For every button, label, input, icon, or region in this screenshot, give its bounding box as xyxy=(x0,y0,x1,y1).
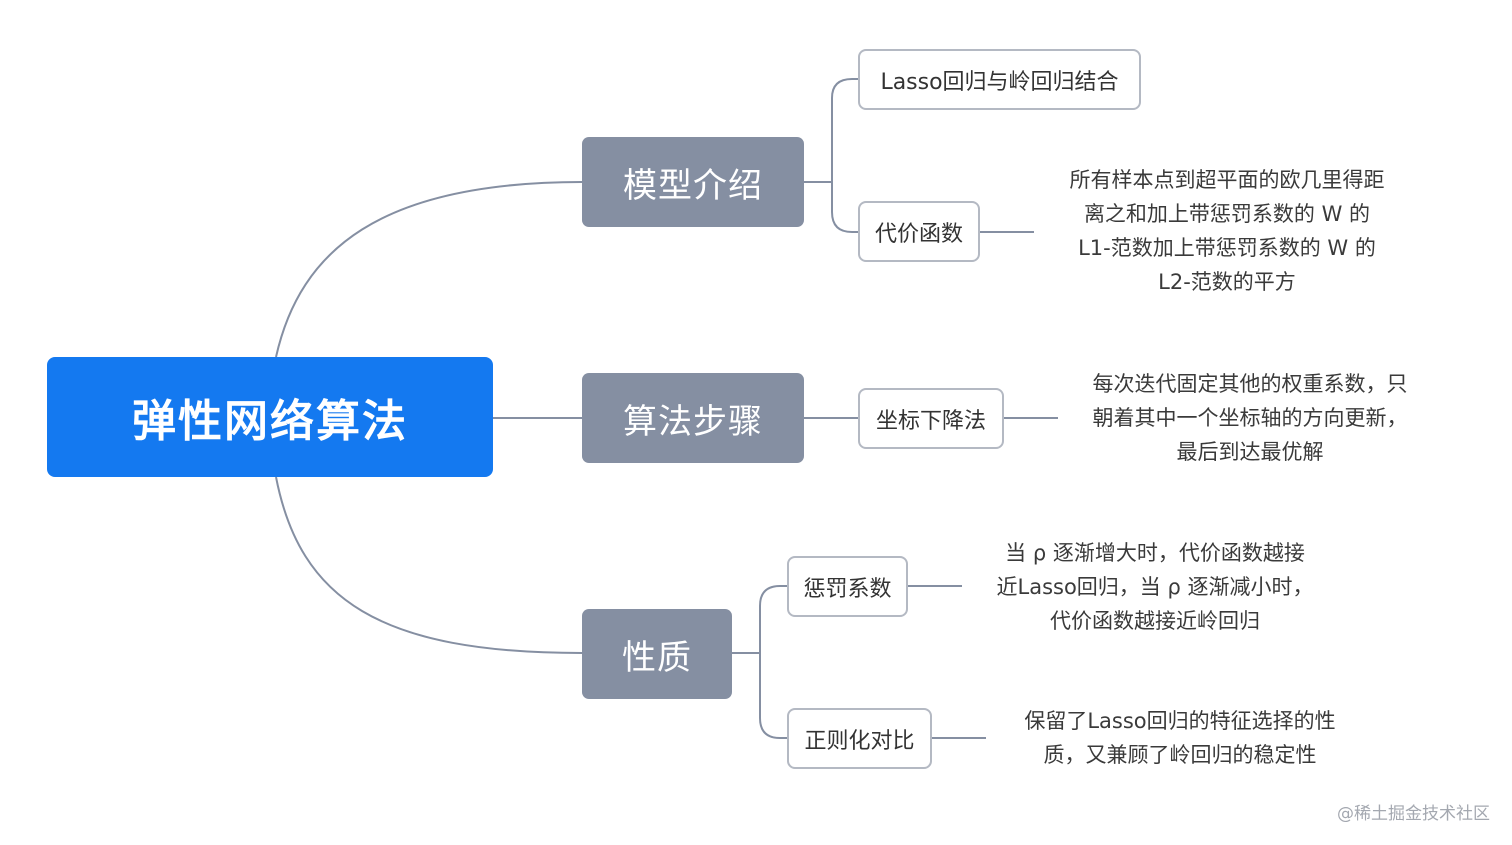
note-line: L2-范数的平方 xyxy=(1158,270,1296,294)
leaf-node-cost-function[interactable]: 代价函数 xyxy=(858,201,980,262)
note-penalty-coefficient: 当 ρ 逐渐增大时，代价函数越接 近Lasso回归，当 ρ 逐渐减小时， 代价函… xyxy=(965,536,1345,638)
leaf-node-penalty-coefficient[interactable]: 惩罚系数 xyxy=(787,556,908,617)
note-line: 当 ρ 逐渐增大时，代价函数越接 xyxy=(1005,541,1305,565)
note-line: 所有样本点到超平面的欧几里得距 xyxy=(1069,168,1385,192)
note-line: 代价函数越接近岭回归 xyxy=(1050,609,1260,633)
note-coordinate-descent: 每次迭代固定其他的权重系数，只 朝着其中一个坐标轴的方向更新， 最后到达最优解 xyxy=(1060,367,1440,469)
watermark-text: @稀土掘金技术社区 xyxy=(1337,804,1490,824)
root-node[interactable]: 弹性网络算法 xyxy=(47,357,493,477)
note-line: 最后到达最优解 xyxy=(1176,440,1324,464)
connector-root-properties xyxy=(275,476,583,654)
note-line: 朝着其中一个坐标轴的方向更新， xyxy=(1092,406,1408,430)
branch-node-model-intro[interactable]: 模型介绍 xyxy=(582,137,804,227)
connector-root-model-intro xyxy=(275,181,583,358)
note-cost-function: 所有样本点到超平面的欧几里得距 离之和加上带惩罚系数的 W 的 L1-范数加上带… xyxy=(1037,163,1417,299)
note-line: 近Lasso回归，当 ρ 逐渐减小时， xyxy=(996,575,1314,599)
connector-model-intro-children xyxy=(804,78,858,233)
branch-node-properties[interactable]: 性质 xyxy=(582,609,732,699)
branch-node-algorithm-steps[interactable]: 算法步骤 xyxy=(582,373,804,463)
leaf-node-regularization-comparison[interactable]: 正则化对比 xyxy=(787,708,932,769)
note-line: 质，又兼顾了岭回归的稳定性 xyxy=(1043,743,1317,767)
note-line: 离之和加上带惩罚系数的 W 的 xyxy=(1083,202,1371,226)
leaf-node-lasso-ridge[interactable]: Lasso回归与岭回归结合 xyxy=(858,49,1141,110)
connector-properties-children xyxy=(732,585,787,739)
note-regularization-comparison: 保留了Lasso回归的特征选择的性 质，又兼顾了岭回归的稳定性 xyxy=(990,704,1370,772)
note-line: L1-范数加上带惩罚系数的 W 的 xyxy=(1078,236,1376,260)
note-line: 每次迭代固定其他的权重系数，只 xyxy=(1092,372,1408,396)
leaf-node-coordinate-descent[interactable]: 坐标下降法 xyxy=(858,388,1004,449)
note-line: 保留了Lasso回归的特征选择的性 xyxy=(1024,709,1336,733)
